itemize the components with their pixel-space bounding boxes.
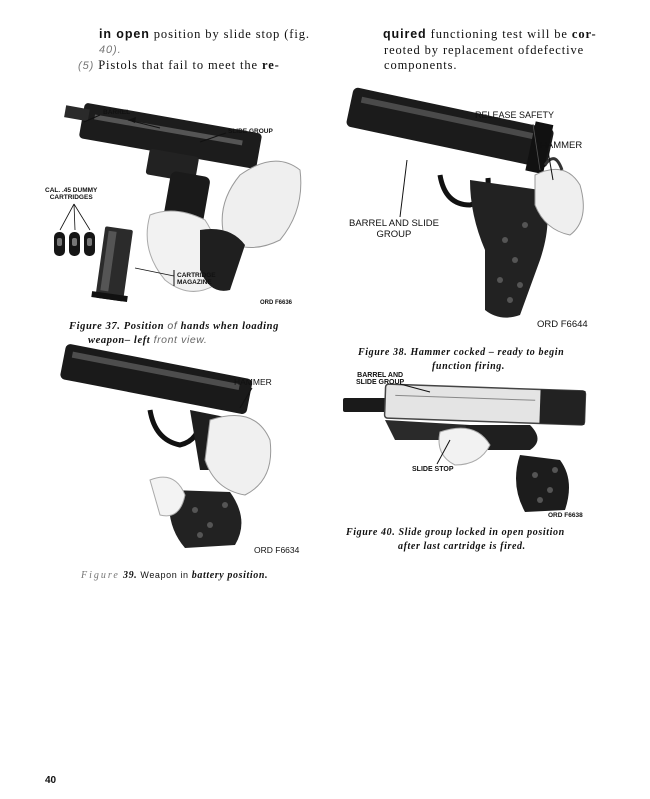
bold-phrase: cor- [571, 27, 597, 41]
caption-text: Position [123, 321, 165, 332]
caption-text: battery position. [191, 570, 269, 581]
figure-id: ORD F6634 [254, 545, 300, 555]
text-run: functioning test will be [430, 27, 568, 41]
label-cal-dummy: CAL. .45 DUMMY CARTRIDGES [45, 187, 97, 201]
figure-id: ORD F6636 [260, 300, 293, 306]
bold-phrase: re- [261, 58, 280, 72]
label-line: BARREL AND [357, 372, 404, 379]
figure-caption: Figure 37. Position of hands when loadin… [69, 319, 279, 334]
bold-phrase: in open [99, 27, 150, 41]
caption-text: of [167, 320, 178, 332]
caption-prefix: Figure [81, 570, 120, 581]
caption-number: 37. [105, 321, 121, 332]
caption-text: hands when loading [180, 321, 279, 332]
caption-text: Weapon in [140, 570, 189, 580]
figure-id: ORD F6644 [537, 319, 588, 330]
left-col-line-1: in open position by slide stop (fig. [99, 27, 310, 42]
label-slide-stop: SLIDE STOP [412, 466, 454, 473]
label-line: SLIDE GROUP [356, 379, 405, 386]
caption-text: – left [124, 335, 151, 346]
figure-caption-line-2: function firing. [432, 361, 505, 372]
left-col-line-2: 40). [99, 44, 122, 56]
label-cartridge-magazine: CARTRIDGE MAGAZINE [177, 272, 216, 286]
label-line: CARTRIDGES [49, 194, 93, 201]
page-number: 40 [45, 775, 57, 786]
left-col-line-3: (5) Pistols that fail to meet the re- [78, 58, 280, 74]
figure-caption-line-2: weapon– left front view. [88, 333, 207, 348]
text-run: position by slide stop (fig. [153, 27, 310, 41]
text-run: Pistols that fail to meet the [98, 58, 258, 72]
label-slide-group: SLIDE GROUP [228, 128, 273, 135]
figure-caption: Figure 39. Weapon in battery position. [81, 568, 268, 583]
label-line: CARTRIDGE [177, 272, 216, 279]
caption-text: front view. [153, 334, 208, 346]
right-col-line-2: reoted by replacement ofdefective [384, 43, 585, 57]
figure-caption: Figure 38. Hammer cocked – ready to begi… [358, 347, 565, 358]
label-barrel-and-slide: BARREL AND SLIDE GROUP [349, 218, 439, 240]
label-barrel-and-slide: BARREL AND SLIDE GROUP [356, 372, 404, 386]
label-line: BARREL AND SLIDE [349, 218, 439, 229]
figure-caption: Figure 40. Slide group locked in open po… [346, 527, 565, 538]
label-barrel: BARREL [103, 109, 131, 116]
label-line: GROUP [376, 229, 412, 240]
item-number: (5) [78, 60, 95, 72]
right-col-line-1: quired functioning test will be cor- [383, 27, 597, 42]
label-line: CAL. .45 DUMMY [45, 187, 98, 194]
caption-prefix: Figure [69, 321, 103, 332]
caption-number: 39. [122, 570, 138, 581]
label-release-safety: RELEASE SAFETY [475, 110, 555, 120]
label-line: MAGAZINE [177, 279, 212, 286]
label-hammer: HAMMER [234, 377, 272, 387]
right-col-line-3: components. [384, 58, 458, 72]
label-hammer: HAMMER [540, 140, 583, 151]
figure-caption-line-2: after last cartridge is fired. [398, 541, 526, 552]
caption-text: weapon [88, 335, 125, 346]
bold-phrase: quired [383, 27, 427, 41]
figure-id: ORD F6638 [548, 512, 583, 519]
